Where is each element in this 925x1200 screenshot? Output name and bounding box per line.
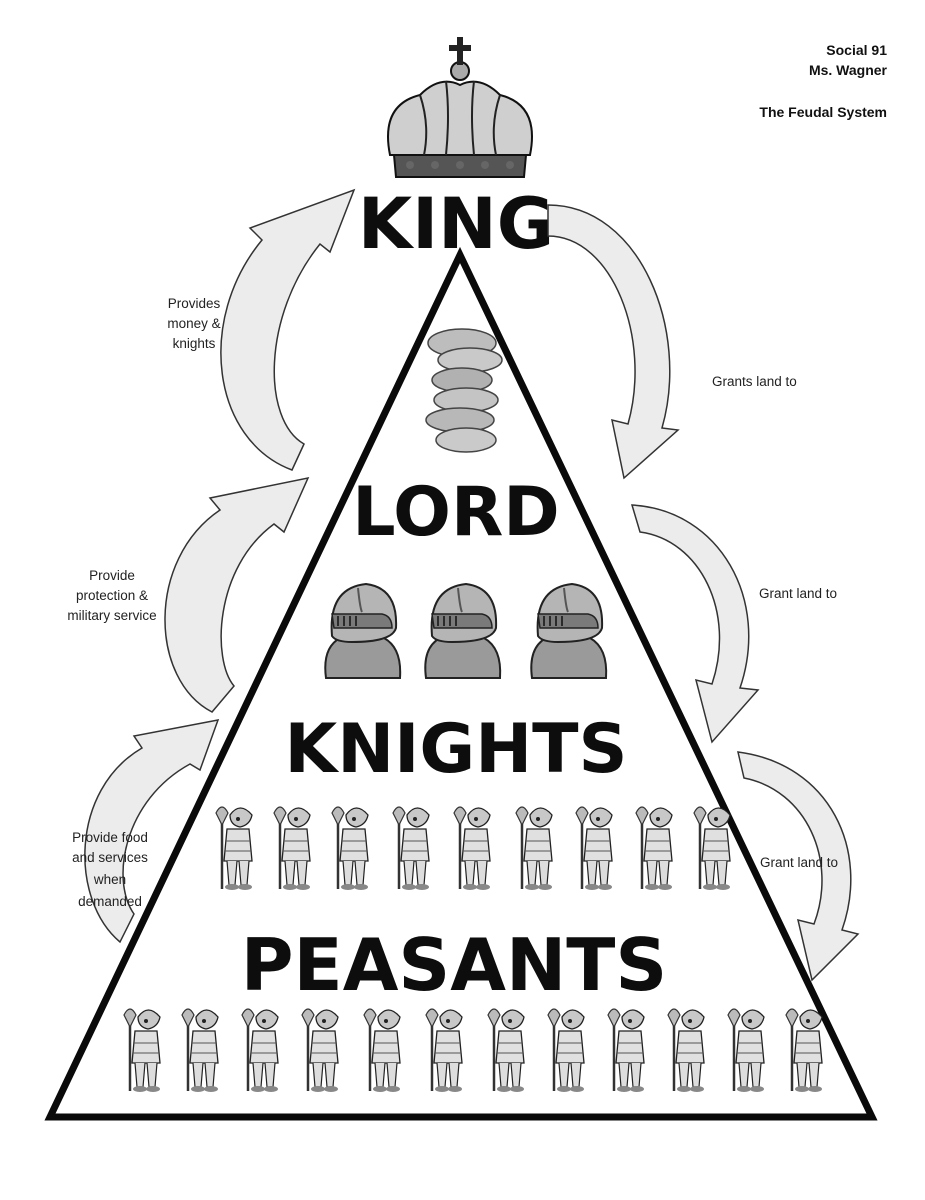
arrow-label-lord-to-knights: Grant land to <box>759 586 837 601</box>
level-peasants: PEASANTS <box>241 923 667 1007</box>
svg-text:protection &: protection & <box>76 588 148 603</box>
peasant-icon <box>122 1007 162 1094</box>
peasant-row-lower <box>122 1007 824 1094</box>
svg-text:Provide food: Provide food <box>72 830 148 845</box>
peasant-icon <box>424 1007 464 1094</box>
curved-arrow-icon <box>737 751 860 982</box>
peasant-icon <box>692 805 732 892</box>
pyramid-outline <box>44 246 878 1121</box>
peasant-icon <box>634 805 674 892</box>
knight-helmet-icon <box>324 583 402 679</box>
curved-arrow-icon <box>84 719 220 944</box>
curved-arrow-icon <box>220 188 356 471</box>
arrow-label-knights-to-lord: Provide protection & military service <box>67 568 156 623</box>
peasant-icon <box>214 805 254 892</box>
peasant-icon <box>362 1007 402 1094</box>
curved-arrow-icon <box>164 476 310 713</box>
page-title: The Feudal System <box>759 104 887 120</box>
svg-text:Provides: Provides <box>168 296 221 311</box>
level-lord: LORD <box>352 473 560 552</box>
peasant-icon <box>391 805 431 892</box>
peasant-icon <box>784 1007 824 1094</box>
header: Social 91 Ms. Wagner The Feudal System <box>759 40 887 122</box>
svg-text:money &: money & <box>167 316 220 331</box>
peasant-icon <box>606 1007 646 1094</box>
level-king: KING <box>358 183 554 265</box>
peasant-icon <box>486 1007 526 1094</box>
peasant-icon <box>272 805 312 892</box>
curved-arrow-icon <box>630 504 760 744</box>
teacher-label: Ms. Wagner <box>808 62 887 78</box>
peasant-icon <box>452 805 492 892</box>
svg-text:demanded: demanded <box>78 894 142 909</box>
arrow-label-lord-to-king: Provides money & knights <box>167 296 220 351</box>
crown-icon <box>387 37 533 178</box>
peasant-icon <box>546 1007 586 1094</box>
svg-text:knights: knights <box>173 336 216 351</box>
peasant-icon <box>300 1007 340 1094</box>
level-knights: KNIGHTS <box>285 710 628 789</box>
peasant-row-upper <box>214 805 732 892</box>
arrow-label-knights-to-peasants: Grant land to <box>760 855 838 870</box>
course-label: Social 91 <box>826 42 887 58</box>
peasant-icon <box>726 1007 766 1094</box>
peasant-icon <box>180 1007 220 1094</box>
peasant-icon <box>574 805 614 892</box>
knight-helmet-icon <box>530 583 608 679</box>
coin-stack-icon <box>425 328 503 453</box>
peasant-icon <box>514 805 554 892</box>
peasant-icon <box>666 1007 706 1094</box>
arrow-label-king-to-lord: Grants land to <box>712 374 797 389</box>
knight-helmet-icon <box>424 583 502 679</box>
curved-arrow-icon <box>547 204 680 480</box>
peasant-icon <box>330 805 370 892</box>
arrow-label-peasants-to-knights: Provide food and services when demanded <box>72 830 148 909</box>
svg-text:when: when <box>93 872 126 887</box>
svg-text:Provide: Provide <box>89 568 135 583</box>
svg-text:and services: and services <box>72 850 148 865</box>
peasant-icon <box>240 1007 280 1094</box>
svg-text:military service: military service <box>67 608 156 623</box>
